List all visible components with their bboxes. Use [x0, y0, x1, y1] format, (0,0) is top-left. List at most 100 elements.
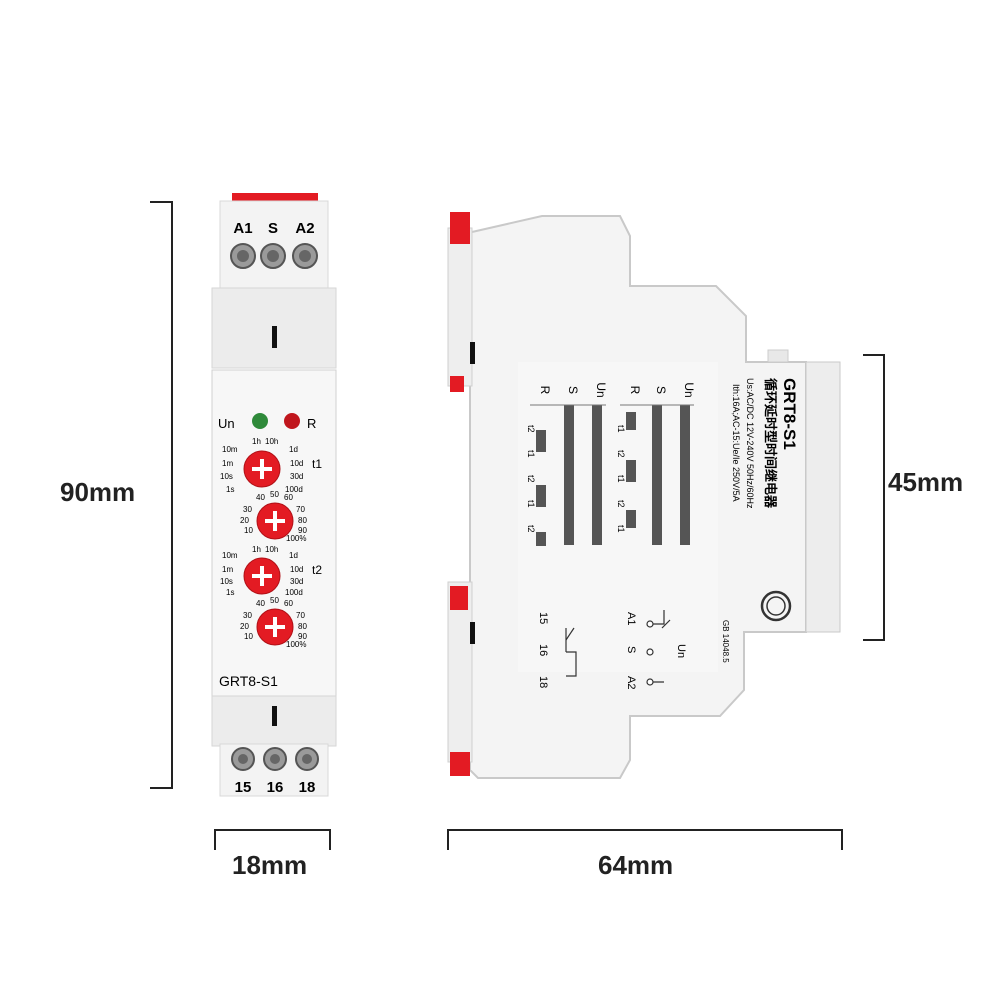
svg-text:t1: t1	[616, 525, 626, 533]
svg-text:Un: Un	[594, 382, 608, 397]
svg-text:70: 70	[296, 505, 305, 514]
svg-text:20: 20	[240, 622, 249, 631]
rail-clip-top	[450, 212, 470, 244]
svg-text:R: R	[628, 386, 642, 395]
schematic-label-a1: A1	[625, 612, 637, 625]
svg-text:100d: 100d	[285, 588, 303, 597]
terminal-label-a2: A2	[295, 220, 314, 237]
schematic-label-un: Un	[675, 644, 687, 658]
svg-text:R: R	[538, 386, 552, 395]
side-model-label: GRT8-S1	[780, 378, 799, 450]
svg-text:S: S	[654, 386, 668, 394]
svg-text:1d: 1d	[289, 551, 298, 560]
svg-text:30: 30	[243, 505, 252, 514]
svg-text:S: S	[566, 386, 580, 394]
dimension-width-bracket	[214, 829, 331, 850]
svg-text:60: 60	[284, 599, 293, 608]
svg-text:70: 70	[296, 611, 305, 620]
dimension-depth-bracket	[447, 829, 843, 850]
terminal-label-16: 16	[267, 779, 284, 796]
svg-text:50: 50	[270, 490, 279, 499]
svg-text:10m: 10m	[222, 551, 238, 560]
svg-text:1d: 1d	[289, 445, 298, 454]
top-clip	[232, 193, 318, 203]
svg-text:100%: 100%	[286, 640, 306, 649]
wiring-schematic	[565, 610, 671, 686]
svg-text:10m: 10m	[222, 445, 238, 454]
t2-range-knob[interactable]	[243, 557, 281, 595]
svg-text:1h: 1h	[252, 437, 261, 446]
side-supply-text: Us:AC/DC 12V-240V 50Hz/60Hz	[745, 378, 755, 509]
dimension-width-label: 18mm	[232, 850, 308, 880]
rail-mark	[272, 326, 277, 348]
svg-text:10d: 10d	[290, 565, 303, 574]
svg-text:30: 30	[243, 611, 252, 620]
svg-text:1s: 1s	[226, 485, 234, 494]
side-chinese-name: 循环延时型时间继电器	[763, 378, 778, 509]
svg-text:t1: t1	[616, 475, 626, 483]
dimension-height-bracket	[150, 201, 173, 789]
side-rating-text: Ith:16A;AC-15:Ue/Ie 250V/5A	[731, 384, 741, 502]
rail-clip-bottom	[450, 752, 470, 776]
svg-text:100%: 100%	[286, 534, 306, 543]
led-un-label: Un	[218, 416, 235, 431]
svg-text:t1: t1	[616, 425, 626, 433]
ccc-mark-icon	[760, 590, 792, 622]
relay-front-view: A1 S A2 Un R 1h 10h 10m 1d 1m 10d 10s 30…	[211, 193, 337, 797]
svg-text:10h: 10h	[265, 545, 278, 554]
dimension-front-height-bracket	[863, 354, 885, 641]
svg-text:30d: 30d	[290, 472, 303, 481]
t1-percent-knob[interactable]	[256, 502, 294, 540]
dimension-height-label: 90mm	[60, 477, 136, 507]
svg-text:1h: 1h	[252, 545, 261, 554]
svg-text:1s: 1s	[226, 588, 234, 597]
svg-text:10: 10	[244, 526, 253, 535]
svg-text:1m: 1m	[222, 459, 233, 468]
led-r-label: R	[307, 416, 316, 431]
schematic-label-s: S	[625, 646, 637, 653]
front-model-label: GRT8-S1	[219, 673, 278, 689]
terminal-label-s: S	[268, 220, 278, 237]
svg-text:t2: t2	[526, 475, 536, 483]
svg-text:10s: 10s	[220, 577, 233, 586]
timing-diagram-b: R S Un t1 t2 t1 t2 t1	[616, 382, 696, 545]
t1-label: t1	[312, 457, 322, 471]
svg-text:30d: 30d	[290, 577, 303, 586]
svg-text:40: 40	[256, 599, 265, 608]
svg-text:Un: Un	[682, 382, 696, 397]
svg-text:t1: t1	[526, 500, 536, 508]
t1-range-knob[interactable]	[243, 450, 281, 488]
terminal-screw-18	[295, 747, 319, 771]
terminal-screw-16	[263, 747, 287, 771]
t2-percent-knob[interactable]	[256, 608, 294, 646]
svg-text:100d: 100d	[285, 485, 303, 494]
terminal-screw-a1	[230, 243, 256, 269]
svg-text:90: 90	[298, 632, 307, 641]
svg-text:t2: t2	[526, 425, 536, 433]
schematic-label-a2: A2	[625, 676, 637, 689]
t2-percent-dial: 40 50 60 30 70 20 80 10 90 100%	[240, 596, 307, 649]
relay-side-view: R S Un t2 t1 t2 t1 t2 R S Un	[447, 212, 841, 779]
dimension-front-height-label: 45mm	[888, 467, 964, 497]
svg-text:40: 40	[256, 493, 265, 502]
schematic-label-18: 18	[537, 676, 549, 688]
svg-text:t2: t2	[616, 500, 626, 508]
svg-text:80: 80	[298, 516, 307, 525]
t2-label: t2	[312, 563, 322, 577]
svg-text:t2: t2	[526, 525, 536, 533]
led-green-icon	[252, 413, 268, 429]
led-red-icon	[284, 413, 300, 429]
svg-text:10: 10	[244, 632, 253, 641]
svg-text:10h: 10h	[265, 437, 278, 446]
side-standard-text: GB 14048.5	[721, 620, 730, 663]
terminal-label-15: 15	[235, 779, 252, 796]
svg-text:80: 80	[298, 622, 307, 631]
t1-percent-dial: 40 50 60 30 70 20 80 10 90 100%	[240, 490, 307, 543]
schematic-label-15: 15	[537, 612, 549, 624]
schematic-label-16: 16	[537, 644, 549, 656]
svg-text:t2: t2	[616, 450, 626, 458]
t1-range-dial: 1h 10h 10m 1d 1m 10d 10s 30d 1s 100d	[220, 437, 303, 494]
svg-text:10d: 10d	[290, 459, 303, 468]
timing-diagram-a: R S Un t2 t1 t2 t1 t2	[526, 382, 608, 546]
